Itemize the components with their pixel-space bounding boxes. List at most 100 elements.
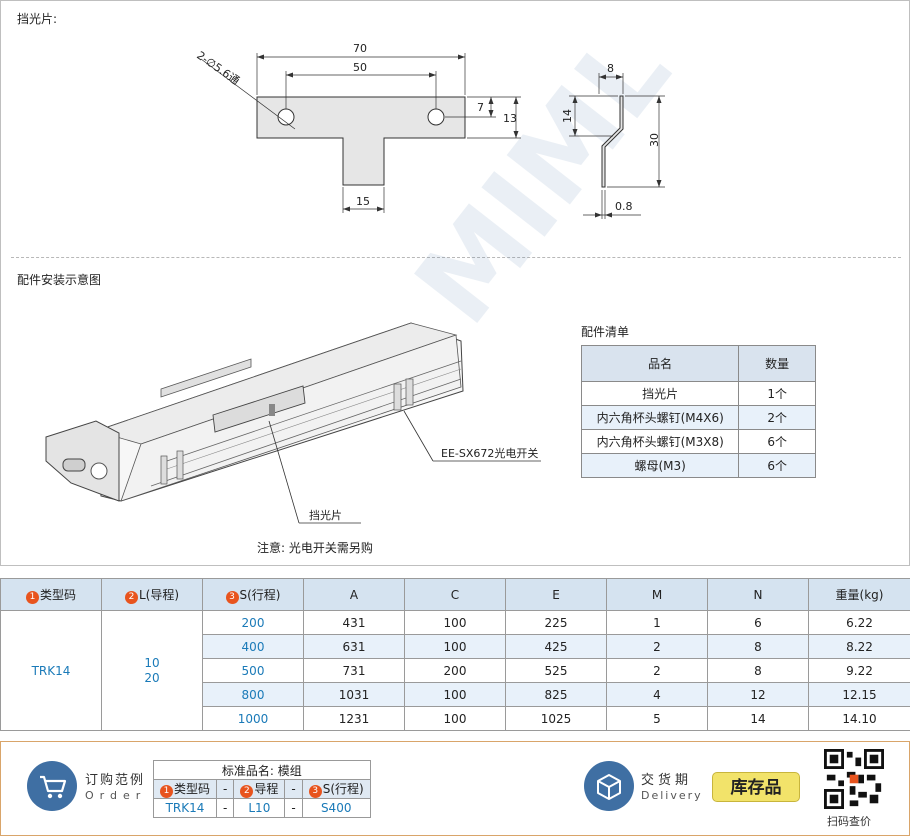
e-cell: 825	[505, 682, 607, 707]
spec-header-weight: 重量(kg)	[808, 578, 910, 611]
stroke-cell: 200	[202, 610, 304, 635]
parts-row: 内六角杯头螺钉(M4X6)2个	[580, 405, 816, 430]
spec-header-a: A	[303, 578, 405, 611]
n-cell: 12	[707, 682, 809, 707]
technical-drawing: MIML	[45, 8, 695, 524]
order-sep: -	[284, 798, 303, 818]
stroke-cell: 1000	[202, 706, 304, 731]
weight-cell: 6.22	[808, 610, 910, 635]
order-v1: TRK14	[152, 798, 218, 818]
part-qty: 1个	[738, 381, 816, 406]
dim-50: 50	[353, 61, 367, 74]
dim-70: 70	[353, 42, 367, 55]
c-cell: 100	[404, 682, 506, 707]
dim-0-8: 0.8	[615, 200, 633, 213]
spec-header-c: C	[404, 578, 506, 611]
c-cell: 100	[404, 610, 506, 635]
install-note: 注意: 光电开关需另购	[257, 541, 373, 555]
table-row: 1000 1231 100 1025 5 14 14.10	[1, 706, 910, 731]
part-name: 螺母(M3)	[580, 453, 740, 478]
drawing-panel: 挡光片: 配件安装示意图 MIML	[0, 0, 910, 566]
m-cell: 2	[606, 634, 708, 659]
box-icon	[584, 761, 634, 811]
part-name: 内六角杯头螺钉(M4X6)	[580, 405, 740, 430]
c-cell: 100	[404, 706, 506, 731]
dim-14: 14	[561, 109, 574, 123]
dim-7: 7	[477, 101, 484, 114]
order-v2: L10	[233, 798, 286, 818]
e-cell: 525	[505, 658, 607, 683]
section-divider	[11, 257, 901, 258]
c-cell: 200	[404, 658, 506, 683]
order-h2-text: 导程	[254, 782, 279, 796]
badge-2: 2	[124, 590, 138, 604]
shutter-side-view	[569, 73, 665, 219]
dim-hole-note: 2-∅5.6通	[194, 49, 242, 88]
n-cell: 6	[707, 610, 809, 635]
shutter-front-view	[200, 53, 521, 213]
delivery-title: 交货期	[641, 773, 693, 788]
cart-icon	[27, 761, 77, 811]
order-sep: -	[216, 779, 235, 799]
weight-cell: 14.10	[808, 706, 910, 731]
header-text: S(行程)	[239, 587, 281, 602]
spec-header-e: E	[505, 578, 607, 611]
m-cell: 2	[606, 658, 708, 683]
delivery-subtitle: Delivery	[641, 789, 703, 802]
part-qty: 6个	[738, 453, 816, 478]
part-qty: 6个	[738, 429, 816, 454]
e-cell: 425	[505, 634, 607, 659]
weight-cell: 12.15	[808, 682, 910, 707]
dim-8: 8	[607, 62, 614, 75]
dim-30: 30	[648, 133, 661, 147]
weight-cell: 9.22	[808, 658, 910, 683]
parts-header-name: 品名	[580, 345, 740, 382]
a-cell: 431	[303, 610, 405, 635]
a-cell: 631	[303, 634, 405, 659]
n-cell: 8	[707, 658, 809, 683]
order-sep: -	[284, 779, 303, 799]
parts-row: 内六角杯头螺钉(M3X8)6个	[580, 429, 816, 454]
order-sep: -	[216, 798, 235, 818]
dim-13: 13	[503, 112, 517, 125]
linear-module-illustration	[45, 322, 541, 524]
order-h1-text: 类型码	[174, 782, 211, 796]
spec-header-n: N	[707, 578, 809, 611]
a-cell: 1231	[303, 706, 405, 731]
stock-badge: 库存品	[712, 772, 800, 802]
stroke-cell: 800	[202, 682, 304, 707]
callout-shutter: 挡光片	[309, 508, 342, 522]
qr-code-icon[interactable]	[824, 749, 884, 809]
watermark-logo: MIML	[391, 8, 695, 347]
qr-label: 扫码查价	[827, 815, 871, 828]
part-qty: 2个	[738, 405, 816, 430]
order-h3-text: S(行程)	[322, 782, 364, 796]
lead-cell: 10 20	[101, 610, 203, 731]
svg-text:MIML: MIML	[391, 8, 695, 347]
order-subtitle: Order	[85, 789, 147, 802]
a-cell: 731	[303, 658, 405, 683]
header-text: L(导程)	[138, 587, 180, 602]
badge-1: 1	[25, 590, 39, 604]
shutter-section-label: 挡光片:	[17, 12, 58, 26]
part-name: 内六角杯头螺钉(M3X8)	[580, 429, 740, 454]
n-cell: 14	[707, 706, 809, 731]
stroke-cell: 500	[202, 658, 304, 683]
install-section-label: 配件安装示意图	[17, 273, 102, 287]
e-cell: 1025	[505, 706, 607, 731]
dim-15: 15	[356, 195, 370, 208]
part-name: 挡光片	[580, 381, 740, 406]
callout-sensor: EE-SX672光电开关	[441, 446, 538, 460]
parts-list-title: 配件清单	[581, 325, 630, 339]
